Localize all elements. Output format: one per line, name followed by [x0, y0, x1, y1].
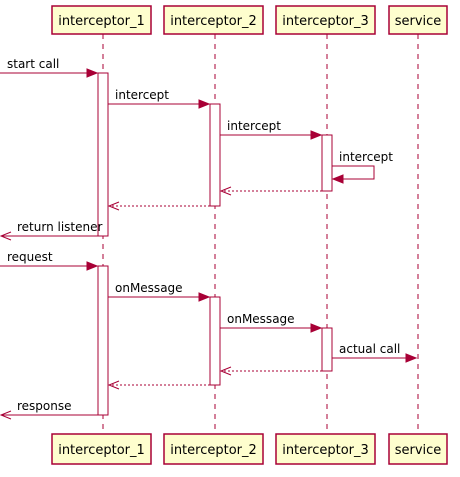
- message-intercept-1: intercept: [108, 88, 211, 109]
- arrow-open-icon: [0, 231, 12, 241]
- participant-bottom-interceptor-1: interceptor_1: [51, 433, 152, 465]
- arrow-head-icon: [198, 292, 211, 302]
- message-actual-call: actual call: [332, 342, 418, 363]
- participant-top-service: service: [388, 5, 448, 35]
- participant-bottom-label: interceptor_1: [58, 443, 145, 458]
- participant-top-interceptor-3: interceptor_3: [275, 5, 376, 35]
- message-label: onMessage: [227, 312, 295, 326]
- message-label: intercept: [227, 119, 281, 133]
- participant-bottom-label: interceptor_2: [170, 443, 257, 458]
- message-return-i2-i1-b: [107, 380, 210, 390]
- arrow-open-icon: [107, 201, 120, 211]
- activation-interceptor-2-a: [209, 103, 221, 207]
- participant-top-interceptor-2: interceptor_2: [163, 5, 264, 35]
- participant-top-interceptor-1: interceptor_1: [51, 5, 152, 35]
- participant-top-label: interceptor_1: [58, 14, 145, 29]
- message-onmessage-1: onMessage: [108, 281, 211, 302]
- activation-interceptor-2-b: [209, 296, 221, 386]
- participant-bottom-interceptor-2: interceptor_2: [163, 433, 264, 465]
- message-label: response: [17, 399, 72, 413]
- participant-bottom-label: service: [395, 443, 442, 458]
- message-label: intercept: [115, 88, 169, 102]
- participant-bottom-label: interceptor_3: [282, 443, 369, 458]
- arrow-open-icon: [219, 366, 232, 376]
- arrow-head-icon: [310, 323, 323, 333]
- message-return-i3-i2-b: [219, 366, 322, 376]
- activation-interceptor-3-b: [321, 327, 333, 372]
- message-label: actual call: [339, 342, 400, 356]
- message-response: response: [0, 399, 98, 420]
- message-intercept-2: intercept: [220, 119, 323, 140]
- participant-bottom-interceptor-3: interceptor_3: [275, 433, 376, 465]
- activation-interceptor-1-a: [97, 72, 109, 237]
- message-intercept-self: intercept: [331, 150, 393, 184]
- activation-interceptor-3-a: [321, 134, 333, 192]
- message-label: intercept: [339, 150, 393, 164]
- message-label: return listener: [17, 220, 103, 234]
- message-return-i2-i1-a: [107, 201, 210, 211]
- participant-top-label: interceptor_3: [282, 14, 369, 29]
- message-return-i3-i2-a: [219, 186, 322, 196]
- arrow-head-icon: [331, 174, 344, 184]
- participant-top-label: service: [395, 14, 442, 29]
- message-label: onMessage: [115, 281, 183, 295]
- participant-bottom-service: service: [388, 433, 448, 465]
- message-start-call: start call: [0, 57, 99, 78]
- arrow-head-icon: [86, 68, 99, 78]
- message-label: start call: [7, 57, 59, 71]
- message-label: request: [7, 250, 53, 264]
- arrow-head-icon: [86, 261, 99, 271]
- participant-top-label: interceptor_2: [170, 14, 257, 29]
- arrow-head-icon: [310, 130, 323, 140]
- arrow-head-icon: [405, 353, 418, 363]
- activation-interceptor-1-b: [97, 265, 109, 416]
- arrow-open-icon: [219, 186, 232, 196]
- arrow-open-icon: [0, 410, 12, 420]
- arrow-head-icon: [198, 99, 211, 109]
- arrow-open-icon: [107, 380, 120, 390]
- message-return-listener: return listener: [0, 220, 103, 241]
- message-request: request: [0, 250, 99, 271]
- message-onmessage-2: onMessage: [220, 312, 323, 333]
